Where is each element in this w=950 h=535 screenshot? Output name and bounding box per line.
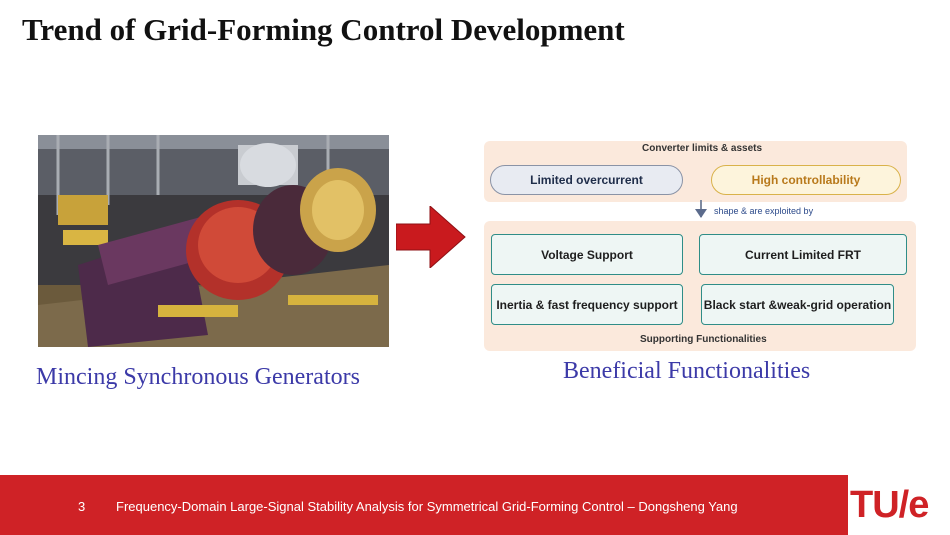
converter-limits-label: Converter limits & assets — [642, 143, 763, 154]
connector-line — [700, 200, 702, 217]
page-number: 3 — [78, 499, 86, 514]
black-start-box: Black start &weak-grid operation — [701, 284, 894, 325]
right-arrow-icon — [396, 206, 466, 268]
footer-text: Frequency-Domain Large-Signal Stability … — [116, 499, 738, 514]
current-limited-frt-box: Current Limited FRT — [699, 234, 907, 275]
generator-photo — [38, 135, 389, 347]
high-controllability-pill: High controllability — [711, 165, 901, 195]
tue-logo: TU/e — [850, 484, 929, 526]
footer-bar: 3 Frequency-Domain Large-Signal Stabilit… — [0, 475, 848, 535]
left-caption: Mincing Synchronous Generators — [36, 364, 360, 390]
inertia-support-box: Inertia & fast frequency support — [491, 284, 683, 325]
connector-label: shape & are exploited by — [714, 206, 814, 216]
supporting-functionalities-label: Supporting Functionalities — [640, 334, 767, 345]
right-caption: Beneficial Functionalities — [563, 358, 811, 384]
limited-overcurrent-pill: Limited overcurrent — [490, 165, 683, 195]
slide-title: Trend of Grid-Forming Control Developmen… — [22, 12, 625, 47]
down-arrow-icon — [695, 209, 707, 218]
voltage-support-box: Voltage Support — [491, 234, 683, 275]
